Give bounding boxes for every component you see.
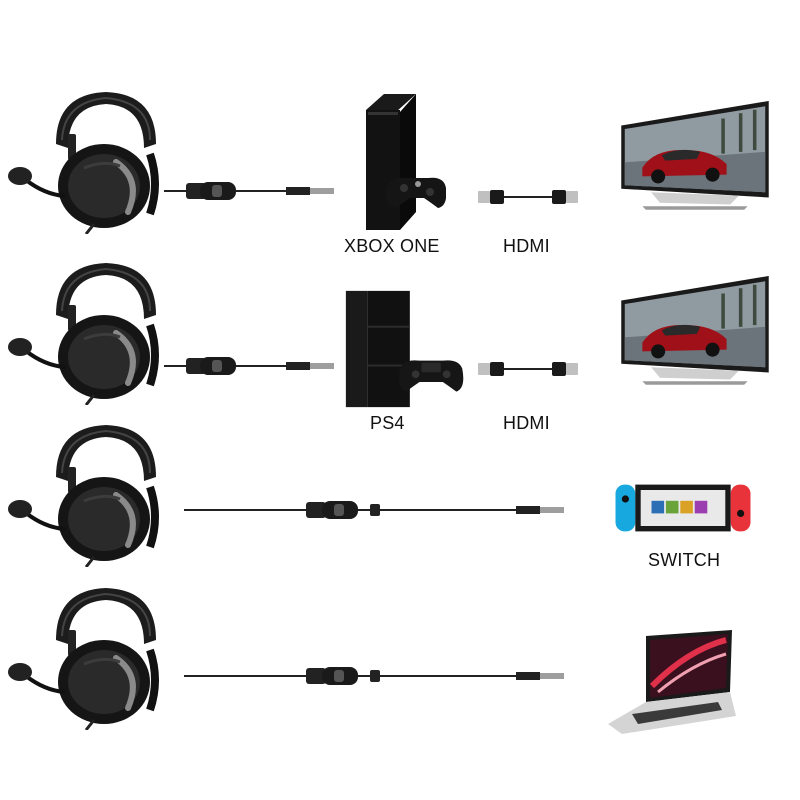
connection-row-switch: SWITCH: [0, 435, 800, 600]
headset-image: [4, 417, 160, 567]
headset-image: [4, 580, 160, 730]
console-label-ps4: PS4: [370, 413, 405, 433]
connection-row-xbox: XBOX ONE HDMI: [0, 0, 800, 265]
console-label-xbox-one: XBOX ONE: [344, 236, 440, 256]
connection-row-laptop: [0, 600, 800, 800]
inline-cable-with-volume-control: [184, 667, 564, 685]
headset-image: [4, 84, 160, 234]
hdmi-cable-image: [478, 354, 578, 384]
inline-cable-with-volume-control: [164, 357, 334, 375]
console-label-switch: SWITCH: [648, 550, 721, 570]
inline-cable-with-volume-control: [164, 182, 334, 200]
inline-cable-with-volume-control: [184, 501, 564, 519]
hdmi-cable-image: [478, 182, 578, 212]
nintendo-switch-image: [615, 481, 751, 535]
xbox-one-console-image: [356, 90, 446, 230]
cable-label-hdmi: HDMI: [503, 236, 550, 256]
laptop-image: [608, 630, 738, 740]
connection-row-ps4: PS4 HDMI: [0, 265, 800, 435]
tv-image: [616, 98, 774, 218]
headset-image: [4, 255, 160, 405]
ps4-console-image: [342, 287, 468, 413]
tv-image: [616, 273, 774, 393]
cable-label-hdmi: HDMI: [503, 413, 550, 433]
